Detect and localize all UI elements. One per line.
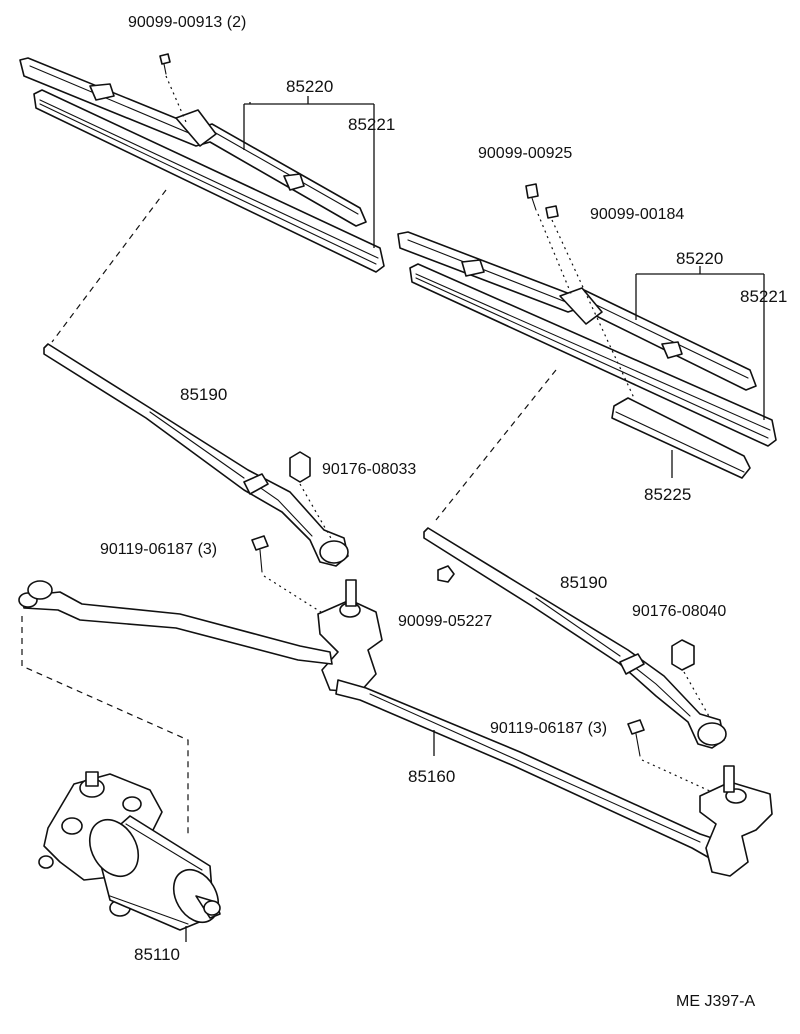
right-blade-bracket (635, 266, 765, 420)
label-screw-90099-00925: 90099-00925 (478, 145, 572, 162)
nut-90099-05227 (437, 565, 455, 583)
label-spoiler-85225: 85225 (644, 485, 691, 504)
label-screw-90099-00913: 90099-00913 (2) (128, 14, 246, 31)
label-blade-left-assy: 85220 (286, 77, 333, 96)
left-wiper-blade (19, 57, 385, 273)
spoiler-85225 (611, 397, 751, 479)
label-nut-90099-05227: 90099-05227 (398, 613, 492, 630)
diagram-code: ME J397-A (676, 993, 755, 1010)
right-wiper-blade (397, 231, 777, 447)
screw-90099-00913 (159, 53, 187, 123)
label-bolt-right: 90119-06187 (3) (490, 720, 607, 737)
wiper-motor-85110 (38, 771, 221, 942)
label-blade-right-refill: 85221 (740, 287, 787, 306)
label-blade-right-assy: 85220 (676, 249, 723, 268)
label-arm-left: 85190 (180, 385, 227, 404)
label-nut-90099-00184: 90099-00184 (590, 206, 684, 223)
label-cap-90176-08033: 90176-08033 (322, 461, 416, 478)
motor-crank-guide (21, 616, 189, 836)
bolt-90119-06187-left (251, 535, 325, 615)
left-blade-bracket (243, 96, 375, 248)
label-motor-85110: 85110 (134, 945, 180, 964)
part-labels: 90099-00913 (2) 85220 85221 90099-00925 … (100, 14, 787, 1010)
right-wiper-arm (423, 527, 727, 749)
nut-90099-00184 (545, 205, 635, 399)
label-link-rod-85160: 85160 (408, 767, 455, 786)
left-blade-arm-guide (51, 189, 167, 343)
screw-90099-00925 (525, 183, 573, 297)
label-bolt-left: 90119-06187 (3) (100, 541, 217, 558)
label-arm-right: 85190 (560, 573, 607, 592)
cap-90176-08033 (289, 451, 333, 541)
bolt-90119-06187-right (627, 719, 713, 793)
link-rod-85160 (18, 579, 773, 877)
cap-90176-08040 (671, 639, 711, 719)
label-blade-left-refill: 85221 (348, 115, 395, 134)
left-wiper-arm (43, 343, 349, 567)
right-blade-arm-guide (435, 369, 557, 521)
label-cap-90176-08040: 90176-08040 (632, 603, 726, 620)
